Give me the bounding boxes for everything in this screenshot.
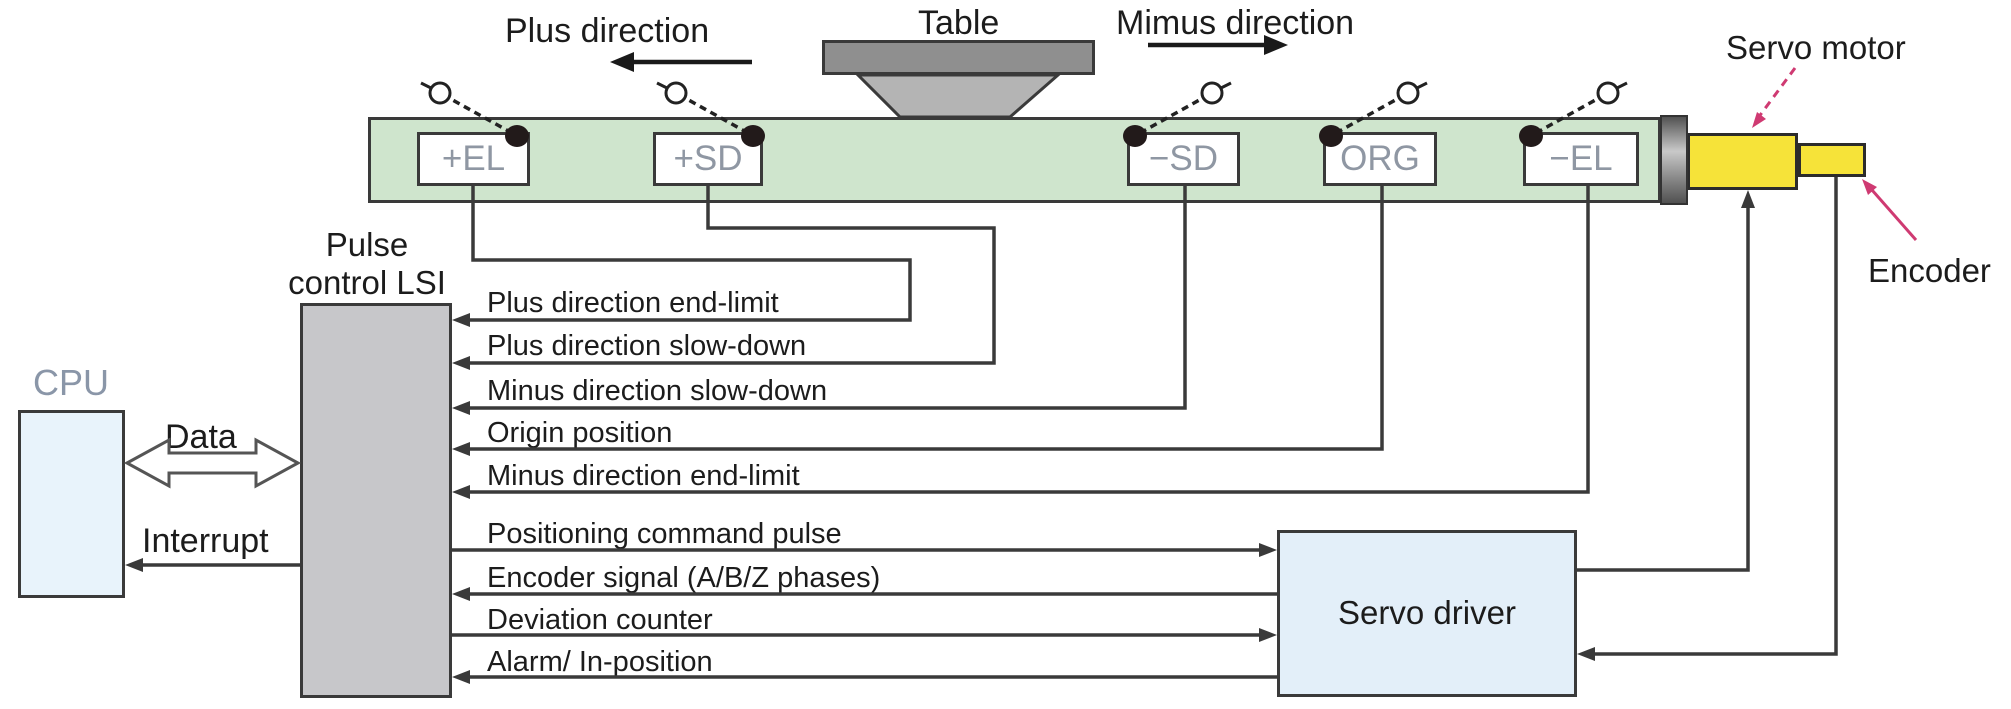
switch-minus-sd-label: −SD: [1148, 138, 1219, 178]
plus-direction-arrow-icon: [610, 52, 752, 72]
wire-interrupt: [125, 558, 300, 572]
wire-alarm-in-position: [452, 670, 1277, 684]
switch-plus-el-contact-icon: [420, 81, 529, 147]
signal-minus-end-limit-label: Minus direction end-limit: [487, 460, 800, 492]
servo-motor-label: Servo motor: [1726, 29, 1906, 66]
switch-plus-sd-contact-icon: [656, 81, 765, 147]
wire-plus-end-limit: [452, 186, 912, 327]
signal-origin-position-label: Origin position: [487, 417, 673, 449]
wire-positioning-command-pulse: [452, 543, 1277, 557]
wire-minus-end-limit: [452, 186, 1590, 499]
switch-plus-sd-label: +SD: [673, 138, 743, 178]
table-label: Table: [918, 4, 1000, 42]
plus-direction-label: Plus direction: [505, 12, 710, 50]
encoder-body: [1798, 143, 1866, 177]
switch-org: ORG: [1323, 132, 1437, 186]
data-bus-label: Data: [165, 418, 237, 456]
servo-driver-block: Servo driver: [1277, 530, 1577, 697]
switch-minus-sd: −SD: [1127, 132, 1240, 186]
minus-direction-arrow-icon: [1148, 35, 1288, 55]
linear-rail: [368, 117, 1661, 203]
pulse-control-lsi-block: [300, 303, 452, 698]
wire-origin-position: [452, 186, 1384, 456]
switch-minus-sd-contact-icon: [1123, 81, 1232, 147]
wire-encoder-signal: [452, 587, 1277, 601]
signal-alarm-in-position-label: Alarm/ In-position: [487, 646, 713, 678]
encoder-label: Encoder: [1868, 252, 1991, 289]
signal-positioning-pulse-label: Positioning command pulse: [487, 518, 842, 550]
wire-plus-slow-down: [452, 186, 996, 370]
servo-driver-label: Servo driver: [1338, 594, 1516, 632]
minus-direction-label: Mimus direction: [1116, 4, 1355, 42]
cpu-label: CPU: [33, 362, 110, 403]
signal-deviation-counter-label: Deviation counter: [487, 604, 713, 636]
pulse-control-lsi-label-line1: Pulse: [325, 226, 409, 263]
wire-minus-slow-down: [452, 186, 1187, 415]
servo-motor-body: [1687, 133, 1798, 190]
switch-plus-el-label: +EL: [441, 138, 506, 178]
switch-minus-el: −EL: [1523, 132, 1639, 186]
switch-minus-el-contact-icon: [1519, 81, 1628, 147]
signal-encoder-signal-label: Encoder signal (A/B/Z phases): [487, 562, 881, 594]
switch-plus-el: +EL: [417, 132, 530, 186]
switch-minus-el-label: −EL: [1549, 138, 1613, 178]
pulse-control-lsi-label-line2: control LSI: [288, 263, 446, 301]
wire-encoder-feedback: [1577, 177, 1838, 661]
wire-deviation-counter: [452, 628, 1277, 642]
switch-org-label: ORG: [1340, 138, 1420, 178]
shaft-coupling: [1660, 115, 1688, 205]
cpu-block: [18, 410, 125, 598]
interrupt-label: Interrupt: [142, 522, 269, 560]
pulse-control-lsi-label: Pulse control LSI: [237, 226, 497, 302]
wire-motor-drive: [1577, 190, 1755, 572]
table-pedestal: [854, 73, 1062, 119]
switch-org-contact-icon: [1319, 81, 1428, 147]
signal-plus-end-limit-label: Plus direction end-limit: [487, 287, 779, 319]
data-bus-double-arrow-icon: [123, 437, 302, 489]
signal-minus-slow-down-label: Minus direction slow-down: [487, 375, 828, 407]
encoder-pointer-icon: [1862, 179, 1918, 241]
signal-plus-slow-down-label: Plus direction slow-down: [487, 330, 807, 362]
servo-motor-pointer-icon: [1752, 67, 1797, 128]
